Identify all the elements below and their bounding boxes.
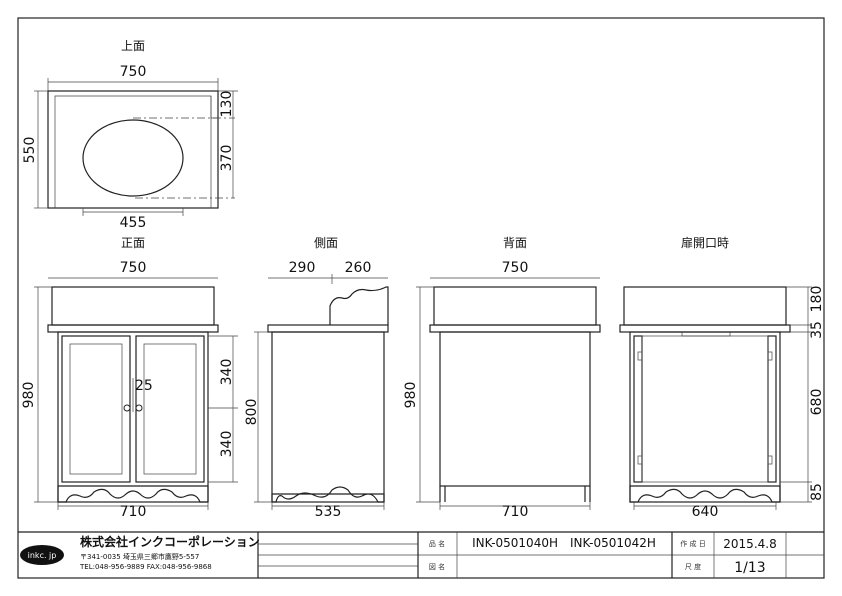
front-gap-dimension: 25 xyxy=(135,378,153,394)
scale-label: 尺 度 xyxy=(685,562,701,571)
open-counter-dimension: 35 xyxy=(809,321,825,339)
side-view-title: 側面 xyxy=(314,236,338,250)
top-view: 上面 750 550 130 370 455 xyxy=(22,39,238,231)
open-interior xyxy=(641,335,769,483)
open-backsplash xyxy=(623,286,787,326)
open-cabinet xyxy=(629,331,781,503)
front-door-upper-dimension: 340 xyxy=(219,359,235,386)
front-left-knob xyxy=(123,404,131,412)
front-right-knob xyxy=(135,404,143,412)
side-right-dimension: 260 xyxy=(345,260,372,276)
sheet-border xyxy=(17,17,825,579)
product-label: 品 名 xyxy=(429,539,445,548)
door-open-view-title: 扉開口時 xyxy=(681,236,729,250)
company-logo xyxy=(20,545,64,565)
front-cabinet xyxy=(57,331,209,503)
side-counter xyxy=(267,324,389,333)
back-backsplash xyxy=(433,286,597,326)
back-base-dimension: 710 xyxy=(502,504,529,520)
front-left-door xyxy=(61,335,131,483)
title-block: inkc. jp 株式会社インクコーポレーション 〒341-0035 埼玉県三郷… xyxy=(18,531,824,578)
front-view-title: 正面 xyxy=(121,236,145,250)
side-left-dimension: 290 xyxy=(289,260,316,276)
company-logo-text: inkc. jp xyxy=(28,551,57,560)
back-width-dimension: 750 xyxy=(502,260,529,276)
top-back-dimension: 130 xyxy=(219,91,235,118)
product-value: INK-0501040H INK-0501042H xyxy=(472,536,656,550)
front-base-dimension: 710 xyxy=(120,504,147,520)
front-door-lower-dimension: 340 xyxy=(219,431,235,458)
top-bowl-depth-dimension: 370 xyxy=(219,145,235,172)
back-view-title: 背面 xyxy=(503,236,527,250)
back-height-dimension: 980 xyxy=(403,382,419,409)
side-base-dimension: 535 xyxy=(315,504,342,520)
top-width-dimension: 750 xyxy=(120,64,147,80)
top-bowl-width-dimension: 455 xyxy=(120,215,147,231)
scale-value: 1/13 xyxy=(734,560,765,576)
open-base-dimension: 640 xyxy=(692,504,719,520)
door-open-view: 扉開口時 180 35 680 85 640 xyxy=(619,236,825,520)
front-scalloped-base xyxy=(57,485,209,503)
drawing-label: 図 名 xyxy=(429,562,445,571)
top-bowl-outline xyxy=(82,119,184,197)
top-counter-outline xyxy=(47,90,219,209)
open-scalloped-base xyxy=(629,485,781,503)
side-cabinet xyxy=(271,331,385,503)
date-label: 作 成 日 xyxy=(680,539,705,548)
open-counter xyxy=(619,324,791,333)
company-address: 〒341-0035 埼玉県三郷市鷹野5-557 xyxy=(80,552,199,561)
front-width-dimension: 750 xyxy=(120,260,147,276)
side-view: 側面 290 260 800 535 xyxy=(244,236,389,520)
date-value: 2015.4.8 xyxy=(723,537,776,551)
front-right-door xyxy=(135,335,205,483)
company-contact: TEL:048-956-9889 FAX:048-956-9868 xyxy=(79,563,212,571)
open-interior-dimension: 680 xyxy=(809,389,825,416)
side-backsplash xyxy=(329,286,389,325)
back-view: 背面 750 980 710 xyxy=(403,236,601,520)
company-name: 株式会社インクコーポレーション xyxy=(80,534,260,549)
top-depth-dimension: 550 xyxy=(22,137,38,164)
front-view: 正面 750 980 340 340 25 xyxy=(21,236,238,520)
open-bottom-dimension: 85 xyxy=(809,483,825,501)
front-counter xyxy=(47,324,219,333)
side-height-dimension: 800 xyxy=(244,399,260,426)
side-scalloped-base xyxy=(271,486,385,503)
back-counter xyxy=(429,324,601,333)
open-top-dimension: 180 xyxy=(809,286,825,313)
back-panel xyxy=(439,331,591,487)
top-view-title: 上面 xyxy=(121,39,145,53)
front-height-dimension: 980 xyxy=(21,382,37,409)
